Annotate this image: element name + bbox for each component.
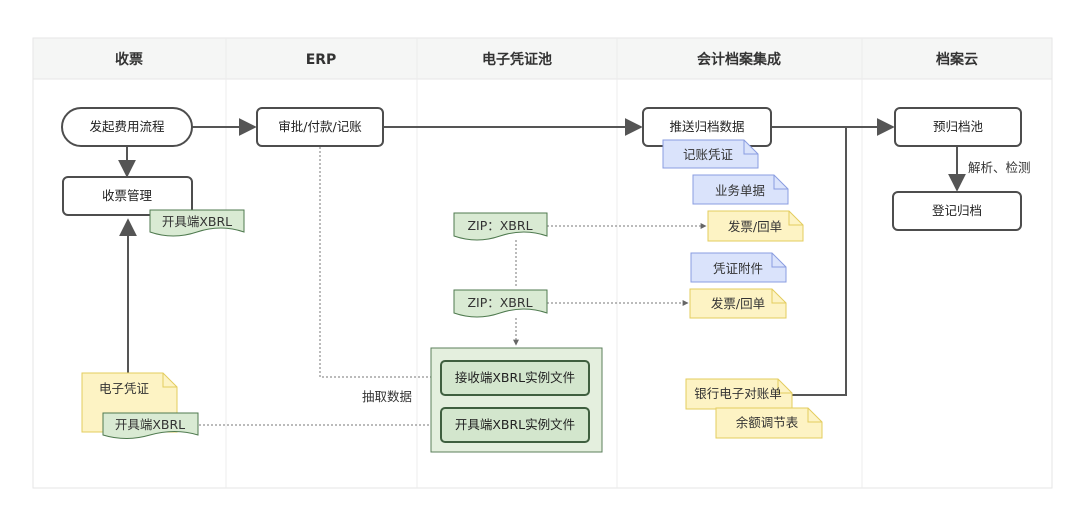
doc-balance-table[interactable]: 余额调节表 [715, 407, 823, 439]
dotted-connectors [199, 147, 707, 428]
node-start-expense-label: 发起费用流程 [89, 119, 165, 134]
doc-invoice-receipt-2[interactable]: 发票/回单 [689, 288, 787, 319]
doc-zip-xbrl-2[interactable]: ZIP：XBRL [453, 289, 548, 318]
doc-issue-xbrl-top[interactable]: 开具端XBRL [149, 209, 245, 237]
arrow-bank-to-pool [792, 127, 847, 396]
node-receive-xbrl-label: 接收端XBRL实例文件 [455, 370, 575, 385]
arrow-approve-to-receive [319, 147, 439, 380]
label-extract-data: 抽取数据 [362, 389, 412, 404]
doc-invoice-receipt-1-label: 发票/回单 [728, 219, 782, 234]
green-documents: 开具端XBRL ZIP：XBRL ZIP：XBRL [149, 209, 548, 318]
xbrl-container: 接收端XBRL实例文件 开具端XBRL实例文件 [430, 347, 603, 453]
doc-issue-xbrl-top-label: 开具端XBRL [162, 214, 232, 229]
doc-invoice-receipt-1[interactable]: 发票/回单 [707, 210, 804, 242]
node-pre-archive-pool[interactable]: 预归档池 [894, 107, 1022, 147]
lane-title-voucher-pool: 电子凭证池 [482, 51, 552, 68]
node-register-archive-label: 登记归档 [932, 203, 982, 218]
doc-balance-table-label: 余额调节表 [736, 415, 799, 430]
doc-issue-xbrl-bottom[interactable]: 开具端XBRL [102, 412, 199, 439]
lane-title-receipt: 收票 [115, 51, 143, 68]
doc-zip-xbrl-2-label: ZIP：XBRL [467, 295, 532, 310]
node-receive-xbrl[interactable]: 接收端XBRL实例文件 [440, 360, 590, 396]
doc-business-doc-label: 业务单据 [715, 183, 765, 198]
doc-accounting-voucher[interactable]: 记账凭证 [662, 139, 759, 169]
node-receipt-mgmt-label: 收票管理 [102, 188, 153, 203]
doc-electronic-voucher-label: 电子凭证 [99, 381, 150, 396]
node-issue-xbrl-file-label: 开具端XBRL实例文件 [455, 417, 575, 432]
process-nodes: 发起费用流程 收票管理 审批/付款/记账 推送归档数据 预归档池 登记归档 [61, 107, 1022, 231]
node-receipt-mgmt[interactable]: 收票管理 [62, 176, 193, 216]
doc-zip-xbrl-1-label: ZIP：XBRL [467, 218, 532, 233]
label-parse-check: 解析、检测 [968, 160, 1031, 175]
node-pre-archive-pool-label: 预归档池 [933, 119, 984, 134]
doc-voucher-attachment[interactable]: 凭证附件 [690, 252, 787, 283]
doc-voucher-attachment-label: 凭证附件 [713, 261, 763, 276]
doc-zip-xbrl-1[interactable]: ZIP：XBRL [453, 212, 548, 241]
doc-issue-xbrl-bottom-label: 开具端XBRL [115, 417, 185, 432]
yellow-notes: 发票/回单 发票/回单 银行电子对账单 余额调节表 [685, 210, 823, 439]
node-push-archive[interactable]: 推送归档数据 [642, 107, 772, 147]
doc-bank-statement-label: 银行电子对账单 [694, 386, 782, 401]
node-issue-xbrl-file[interactable]: 开具端XBRL实例文件 [440, 407, 590, 443]
node-register-archive[interactable]: 登记归档 [892, 191, 1022, 231]
node-push-archive-label: 推送归档数据 [669, 119, 744, 134]
doc-business-doc[interactable]: 业务单据 [692, 174, 789, 205]
node-approve-pay-label: 审批/付款/记账 [278, 119, 362, 134]
node-start-expense[interactable]: 发起费用流程 [61, 107, 193, 147]
blue-notes: 记账凭证 业务单据 凭证附件 [662, 139, 789, 283]
doc-bank-statement[interactable]: 银行电子对账单 [685, 378, 793, 410]
lane-title-accounting-archive: 会计档案集成 [697, 51, 781, 68]
solid-connectors [118, 118, 966, 396]
lane-title-erp: ERP [306, 52, 337, 68]
doc-accounting-voucher-label: 记账凭证 [683, 147, 734, 162]
lane-title-archive-cloud: 档案云 [936, 51, 978, 68]
doc-invoice-receipt-2-label: 发票/回单 [711, 296, 765, 311]
lane-headers: 收票 ERP 电子凭证池 会计档案集成 档案云 [115, 51, 978, 68]
node-approve-pay[interactable]: 审批/付款/记账 [256, 107, 384, 147]
